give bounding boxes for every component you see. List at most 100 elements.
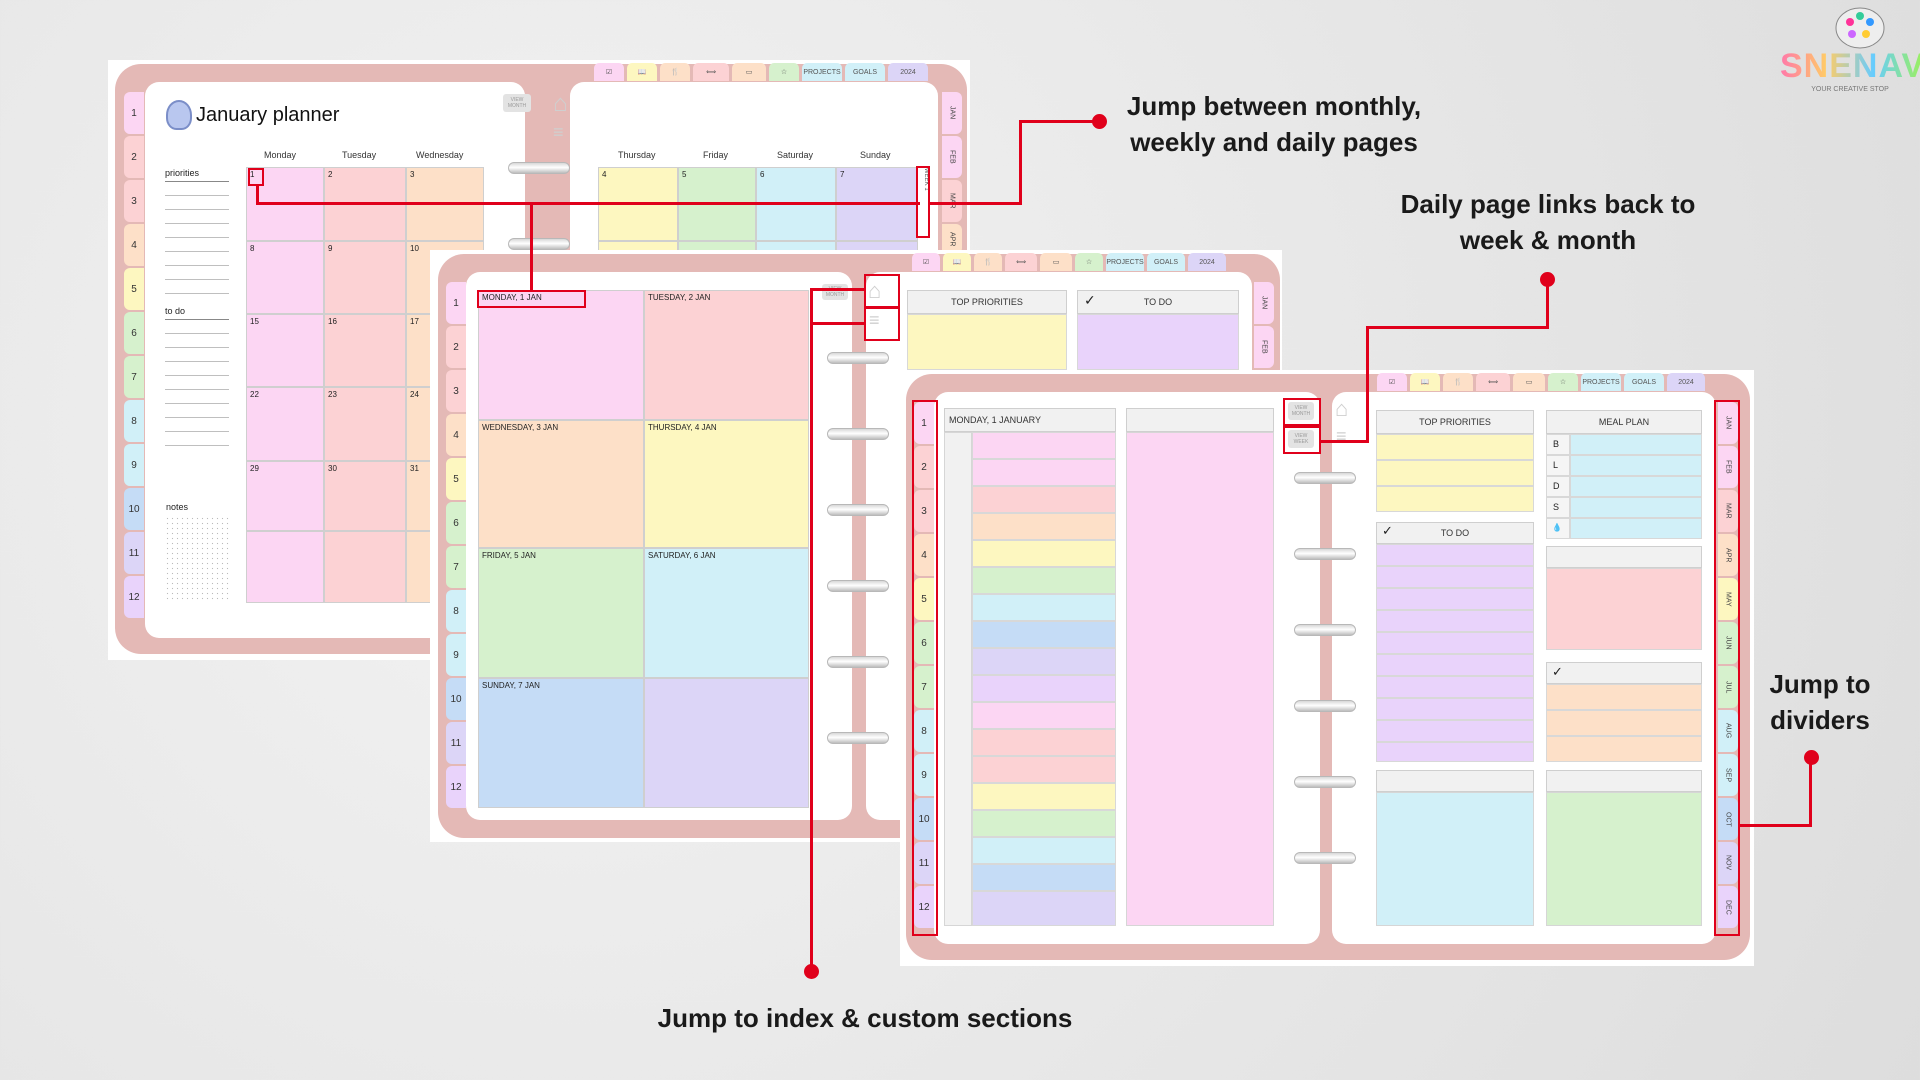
book-tab[interactable]: 📖 bbox=[1410, 373, 1440, 391]
time-slot[interactable] bbox=[972, 675, 1116, 702]
fitness-tab[interactable]: ⟺ bbox=[693, 63, 729, 81]
todo-box[interactable] bbox=[1077, 314, 1239, 370]
weekly-top-nav[interactable]: ☑ 📖 🍴 ⟺ ▭ ☆ PROJECTS GOALS 2024 bbox=[912, 253, 1226, 271]
month-tab-feb[interactable]: FEB bbox=[1254, 326, 1274, 368]
number-tab-11[interactable]: 11 bbox=[446, 722, 466, 764]
time-slot[interactable] bbox=[972, 459, 1116, 486]
fitness-tab[interactable]: ⟺ bbox=[1005, 253, 1037, 271]
day-box-thursday[interactable]: THURSDAY, 4 JAN bbox=[644, 420, 809, 548]
number-tab-3[interactable]: 3 bbox=[446, 370, 466, 412]
month-tab-oct[interactable]: OCT bbox=[1718, 798, 1738, 840]
number-tab-9[interactable]: 9 bbox=[124, 444, 144, 486]
book-tab[interactable]: 📖 bbox=[943, 253, 971, 271]
month-tab-feb[interactable]: FEB bbox=[1718, 446, 1738, 488]
month-tab-jun[interactable]: JUN bbox=[1718, 622, 1738, 664]
todo-row[interactable] bbox=[1376, 698, 1534, 720]
money-tab[interactable]: ▭ bbox=[732, 63, 766, 81]
food-tab[interactable]: 🍴 bbox=[974, 253, 1002, 271]
view-month-button[interactable]: VIEW MONTH bbox=[822, 284, 848, 300]
time-slot[interactable] bbox=[972, 756, 1116, 783]
todo-row[interactable] bbox=[1376, 676, 1534, 698]
meal-row[interactable] bbox=[1570, 518, 1702, 539]
todo-row[interactable] bbox=[1376, 566, 1534, 588]
day-box-tuesday[interactable]: TUESDAY, 2 JAN bbox=[644, 290, 809, 420]
home-icon[interactable]: ⌂ bbox=[1335, 396, 1349, 421]
month-tab-aug[interactable]: AUG bbox=[1718, 710, 1738, 752]
number-tab-10[interactable]: 10 bbox=[446, 678, 466, 720]
view-month-button[interactable]: VIEW MONTH bbox=[503, 94, 531, 112]
priority-row[interactable] bbox=[1376, 460, 1534, 486]
time-slot[interactable] bbox=[972, 648, 1116, 675]
day-box-friday[interactable]: FRIDAY, 5 JAN bbox=[478, 548, 644, 678]
number-tab-12[interactable]: 12 bbox=[914, 886, 934, 928]
checklist-row[interactable] bbox=[1546, 736, 1702, 762]
checklist-tab[interactable]: ☑ bbox=[912, 253, 940, 271]
number-tab-6[interactable]: 6 bbox=[124, 312, 144, 354]
meal-row[interactable] bbox=[1570, 497, 1702, 518]
day-cell[interactable]: 9 bbox=[324, 241, 406, 314]
number-tab-6[interactable]: 6 bbox=[446, 502, 466, 544]
day-cell[interactable]: 15 bbox=[246, 314, 324, 387]
todo-row[interactable] bbox=[1376, 588, 1534, 610]
number-tab-5[interactable]: 5 bbox=[124, 268, 144, 310]
todo-row[interactable] bbox=[1376, 632, 1534, 654]
day-cell-empty[interactable] bbox=[246, 531, 324, 603]
daily-top-nav[interactable]: ☑ 📖 🍴 ⟺ ▭ ☆ PROJECTS GOALS 2024 bbox=[1377, 373, 1705, 391]
menu-icon[interactable]: ≡ bbox=[553, 122, 564, 142]
day-box-wednesday[interactable]: WEDNESDAY, 3 JAN bbox=[478, 420, 644, 548]
time-slot[interactable] bbox=[972, 513, 1116, 540]
number-tab-9[interactable]: 9 bbox=[914, 754, 934, 796]
meal-row[interactable] bbox=[1570, 455, 1702, 476]
projects-tab[interactable]: PROJECTS bbox=[802, 63, 842, 81]
number-tab-4[interactable]: 4 bbox=[124, 224, 144, 266]
number-tab-1[interactable]: 1 bbox=[914, 402, 934, 444]
number-tab-12[interactable]: 12 bbox=[446, 766, 466, 808]
month-tab-nov[interactable]: NOV bbox=[1718, 842, 1738, 884]
time-slot[interactable] bbox=[972, 567, 1116, 594]
priority-row[interactable] bbox=[1376, 486, 1534, 512]
home-icon[interactable]: ⌂ bbox=[553, 90, 568, 117]
food-tab[interactable]: 🍴 bbox=[660, 63, 690, 81]
month-tab-jan[interactable]: JAN bbox=[1254, 282, 1274, 324]
week-1-link[interactable]: WEEK 1 bbox=[923, 168, 929, 191]
month-tab-dec[interactable]: DEC bbox=[1718, 886, 1738, 928]
month-tab-jan[interactable]: JAN bbox=[942, 92, 962, 134]
goals-tab[interactable]: GOALS bbox=[1147, 253, 1185, 271]
number-tab-1[interactable]: 1 bbox=[124, 92, 144, 134]
todo-row[interactable] bbox=[1376, 720, 1534, 742]
number-tab-11[interactable]: 11 bbox=[124, 532, 144, 574]
number-tab-7[interactable]: 7 bbox=[914, 666, 934, 708]
meal-row[interactable] bbox=[1570, 476, 1702, 497]
number-tab-3[interactable]: 3 bbox=[914, 490, 934, 532]
time-slot[interactable] bbox=[972, 729, 1116, 756]
time-slot[interactable] bbox=[972, 594, 1116, 621]
menu-icon[interactable]: ≡ bbox=[869, 310, 880, 330]
number-tab-12[interactable]: 12 bbox=[124, 576, 144, 618]
time-slot[interactable] bbox=[972, 810, 1116, 837]
fitness-tab[interactable]: ⟺ bbox=[1476, 373, 1510, 391]
day-cell[interactable]: 23 bbox=[324, 387, 406, 461]
month-tab-sep[interactable]: SEP bbox=[1718, 754, 1738, 796]
month-tab-feb[interactable]: FEB bbox=[942, 136, 962, 178]
time-slot[interactable] bbox=[972, 702, 1116, 729]
top-priorities-box[interactable] bbox=[907, 314, 1067, 370]
star-tab[interactable]: ☆ bbox=[1075, 253, 1103, 271]
number-tab-2[interactable]: 2 bbox=[124, 136, 144, 178]
year-tab[interactable]: 2024 bbox=[888, 63, 928, 81]
green-notes-box[interactable] bbox=[1546, 792, 1702, 926]
todo-row[interactable] bbox=[1376, 544, 1534, 566]
month-tab-mar[interactable]: MAR bbox=[1718, 490, 1738, 532]
number-tab-5[interactable]: 5 bbox=[914, 578, 934, 620]
projects-tab[interactable]: PROJECTS bbox=[1106, 253, 1144, 271]
day-cell[interactable]: 22 bbox=[246, 387, 324, 461]
todo-row[interactable] bbox=[1376, 742, 1534, 762]
blue-notes-box[interactable] bbox=[1376, 792, 1534, 926]
number-tab-4[interactable]: 4 bbox=[446, 414, 466, 456]
day-cell[interactable]: 30 bbox=[324, 461, 406, 531]
priority-row[interactable] bbox=[1376, 434, 1534, 460]
day-box-notes[interactable] bbox=[644, 678, 809, 808]
goals-tab[interactable]: GOALS bbox=[1624, 373, 1664, 391]
number-tab-7[interactable]: 7 bbox=[446, 546, 466, 588]
day-cell[interactable]: 16 bbox=[324, 314, 406, 387]
number-tab-8[interactable]: 8 bbox=[124, 400, 144, 442]
